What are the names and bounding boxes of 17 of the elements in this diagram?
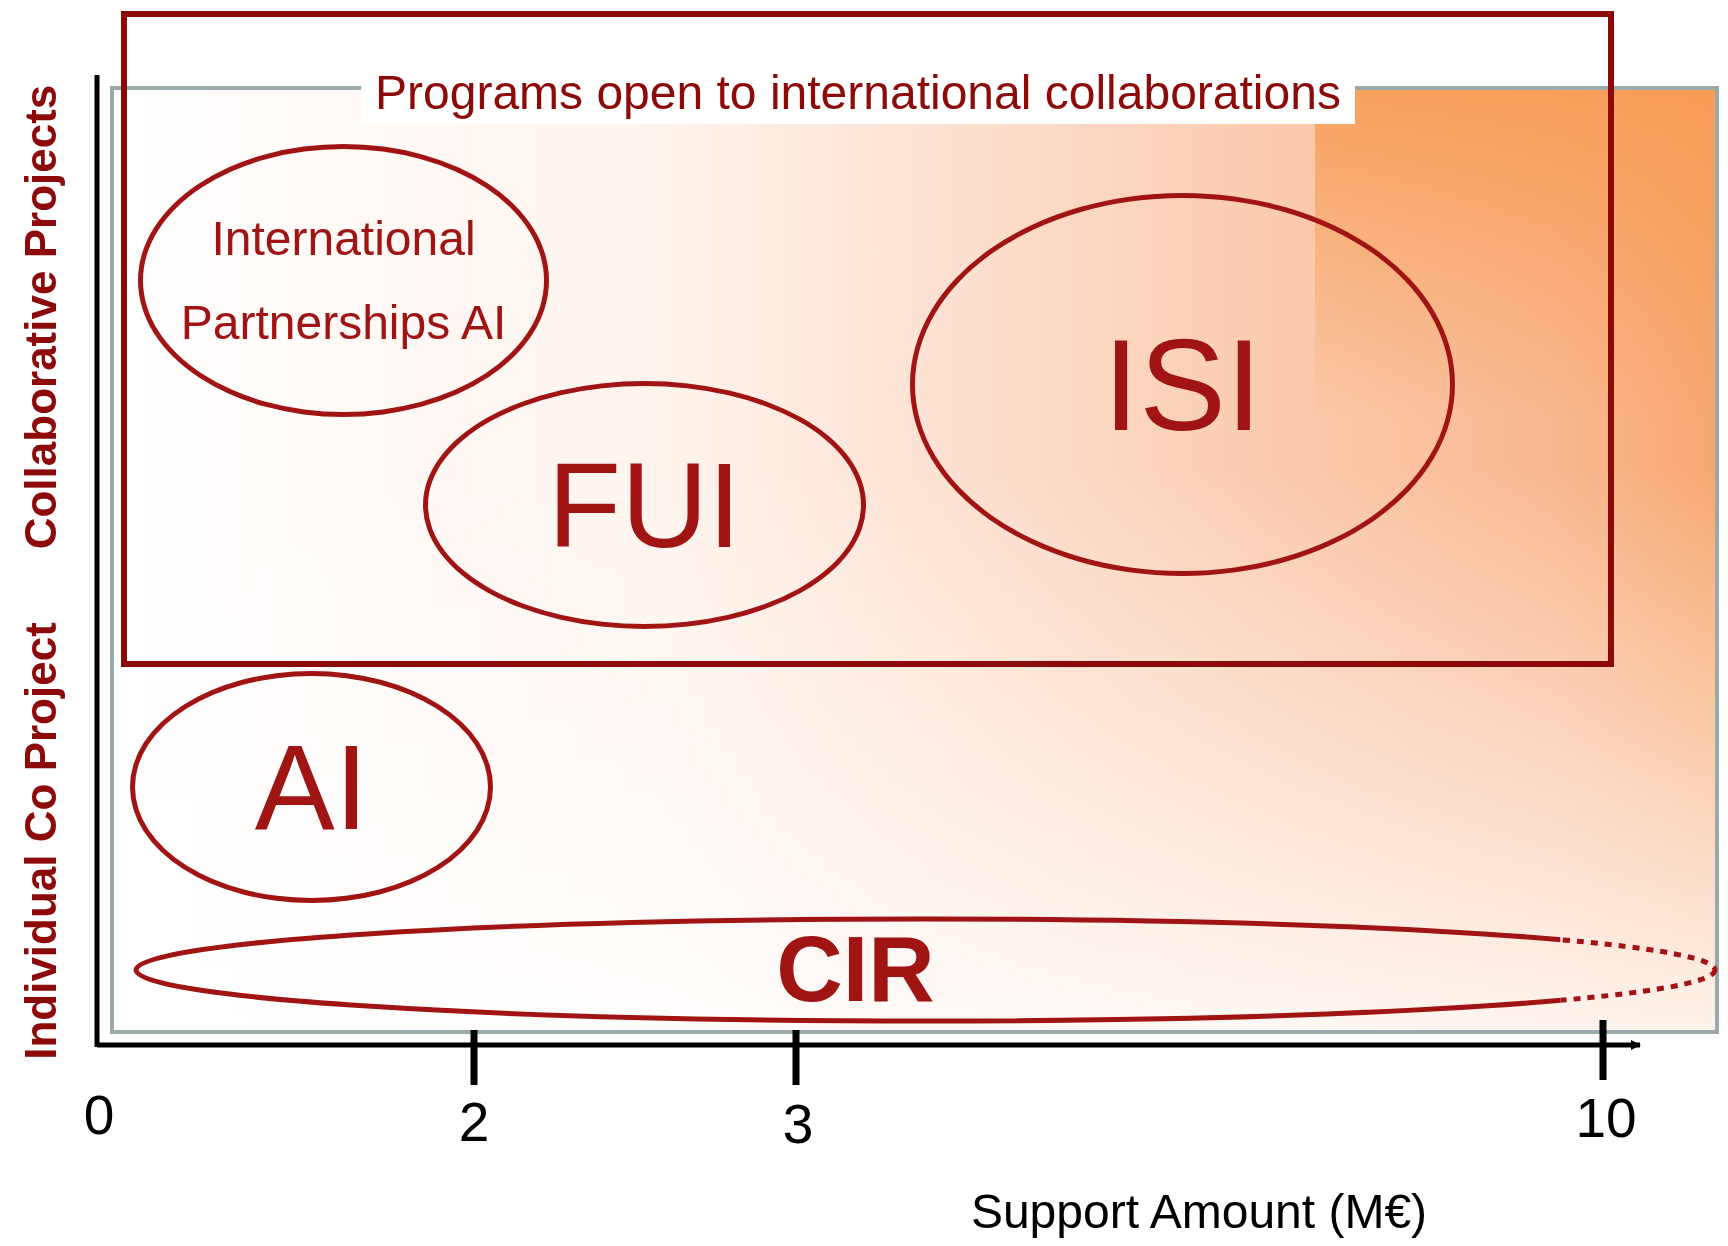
tick-label: 2 (458, 1094, 490, 1150)
program-ellipse (138, 144, 549, 417)
axis-label: Collaborative Projects (19, 84, 63, 550)
program-ellipse (423, 381, 866, 629)
tick-label: 3 (782, 1096, 814, 1152)
program-label: CIR (776, 917, 935, 1023)
program-label: AI (254, 719, 369, 856)
axis-title: Support Amount (M€) (970, 1188, 1428, 1236)
program-ellipse (910, 193, 1455, 576)
tick-label: 0 (83, 1087, 115, 1143)
program-ellipse (130, 671, 493, 903)
program-label: FUI (547, 437, 742, 574)
program-frame (121, 11, 1614, 667)
program-label: International Partnerships AI (179, 210, 508, 351)
axis-label: Individual Co Project (19, 622, 63, 1060)
tick-label: 10 (1575, 1090, 1637, 1146)
program-label: ISI (1103, 310, 1262, 460)
